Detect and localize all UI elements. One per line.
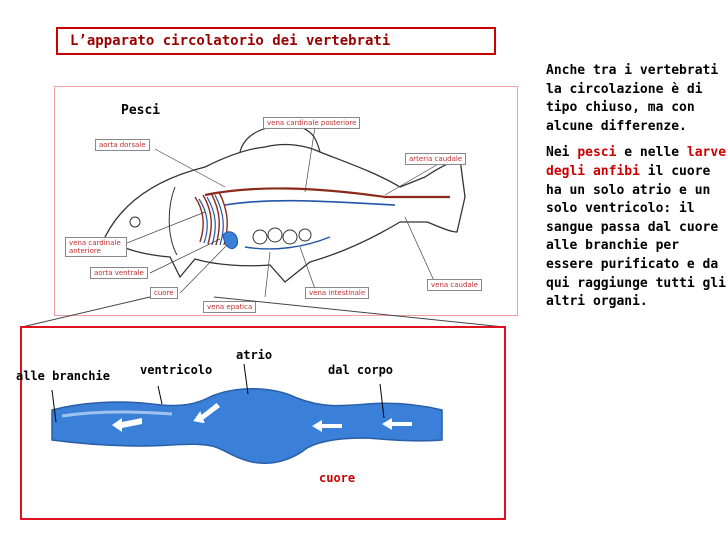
label-vena-caudale: vena caudale	[427, 279, 482, 291]
slide-title-text: L’apparato circolatorio dei vertebrati	[70, 33, 391, 49]
label-cuore-fish: cuore	[150, 287, 178, 299]
flow-arrows	[112, 403, 412, 432]
label-vena-cardinale-posteriore: vena cardinale posteriore	[263, 117, 361, 129]
label-aorta-dorsale: aorta dorsale	[95, 139, 150, 151]
gill-line	[168, 186, 178, 256]
label-atrio: atrio	[236, 348, 273, 362]
label-vena-epatica: vena epatica	[203, 301, 257, 313]
fish-eye	[129, 216, 141, 228]
heart-highlight	[61, 410, 173, 418]
fish-outline	[104, 143, 466, 283]
label-alle-branchie: alle branchie	[16, 369, 110, 383]
intestine	[252, 227, 312, 245]
label-dal-corpo: dal corpo	[328, 363, 394, 377]
intestinal-vein-line	[244, 236, 331, 250]
fish-heading: Pesci	[121, 103, 161, 118]
p2-larve: larve degli anfibi	[546, 145, 727, 179]
fish-diagram: Pesci aorta dorsale vena cardinale poste…	[54, 86, 518, 316]
p2-part-b: e nelle	[616, 145, 687, 161]
label-vena-cardinale-anteriore: vena cardinale anteriore	[65, 237, 127, 257]
heart-shape	[51, 388, 443, 464]
p2-part-c: il cuore ha un solo atrio e un solo vent…	[546, 163, 727, 310]
heart-illustration	[51, 363, 443, 464]
label-ventricolo: ventricolo	[140, 363, 213, 377]
label-vena-intestinale: vena intestinale	[305, 287, 370, 299]
side-paragraph-2: Nei pesci e nelle larve degli anfibi il …	[546, 144, 728, 311]
gill-veins	[198, 194, 224, 246]
p2-pesci: pesci	[577, 145, 617, 161]
cardinal-vein-line	[224, 199, 396, 206]
heart-pointers	[51, 363, 385, 423]
label-aorta-ventrale: aorta ventrale	[90, 267, 148, 279]
fish-heart	[222, 231, 239, 250]
fish-illustration	[104, 125, 466, 298]
side-description: Anche tra i vertebrati la circolazione è…	[546, 62, 728, 320]
aorta-line	[204, 187, 450, 199]
p2-part-a: Nei	[546, 145, 578, 161]
label-arteria-caudale: arteria caudale	[405, 153, 467, 165]
leader-lines	[116, 126, 441, 298]
label-cuore: cuore	[319, 471, 356, 485]
heart-diagram: alle branchie ventricolo atrio dal corpo…	[16, 326, 506, 520]
side-paragraph-1: Anche tra i vertebrati la circolazione è…	[546, 63, 719, 134]
slide-title: L’apparato circolatorio dei vertebrati	[56, 27, 496, 55]
